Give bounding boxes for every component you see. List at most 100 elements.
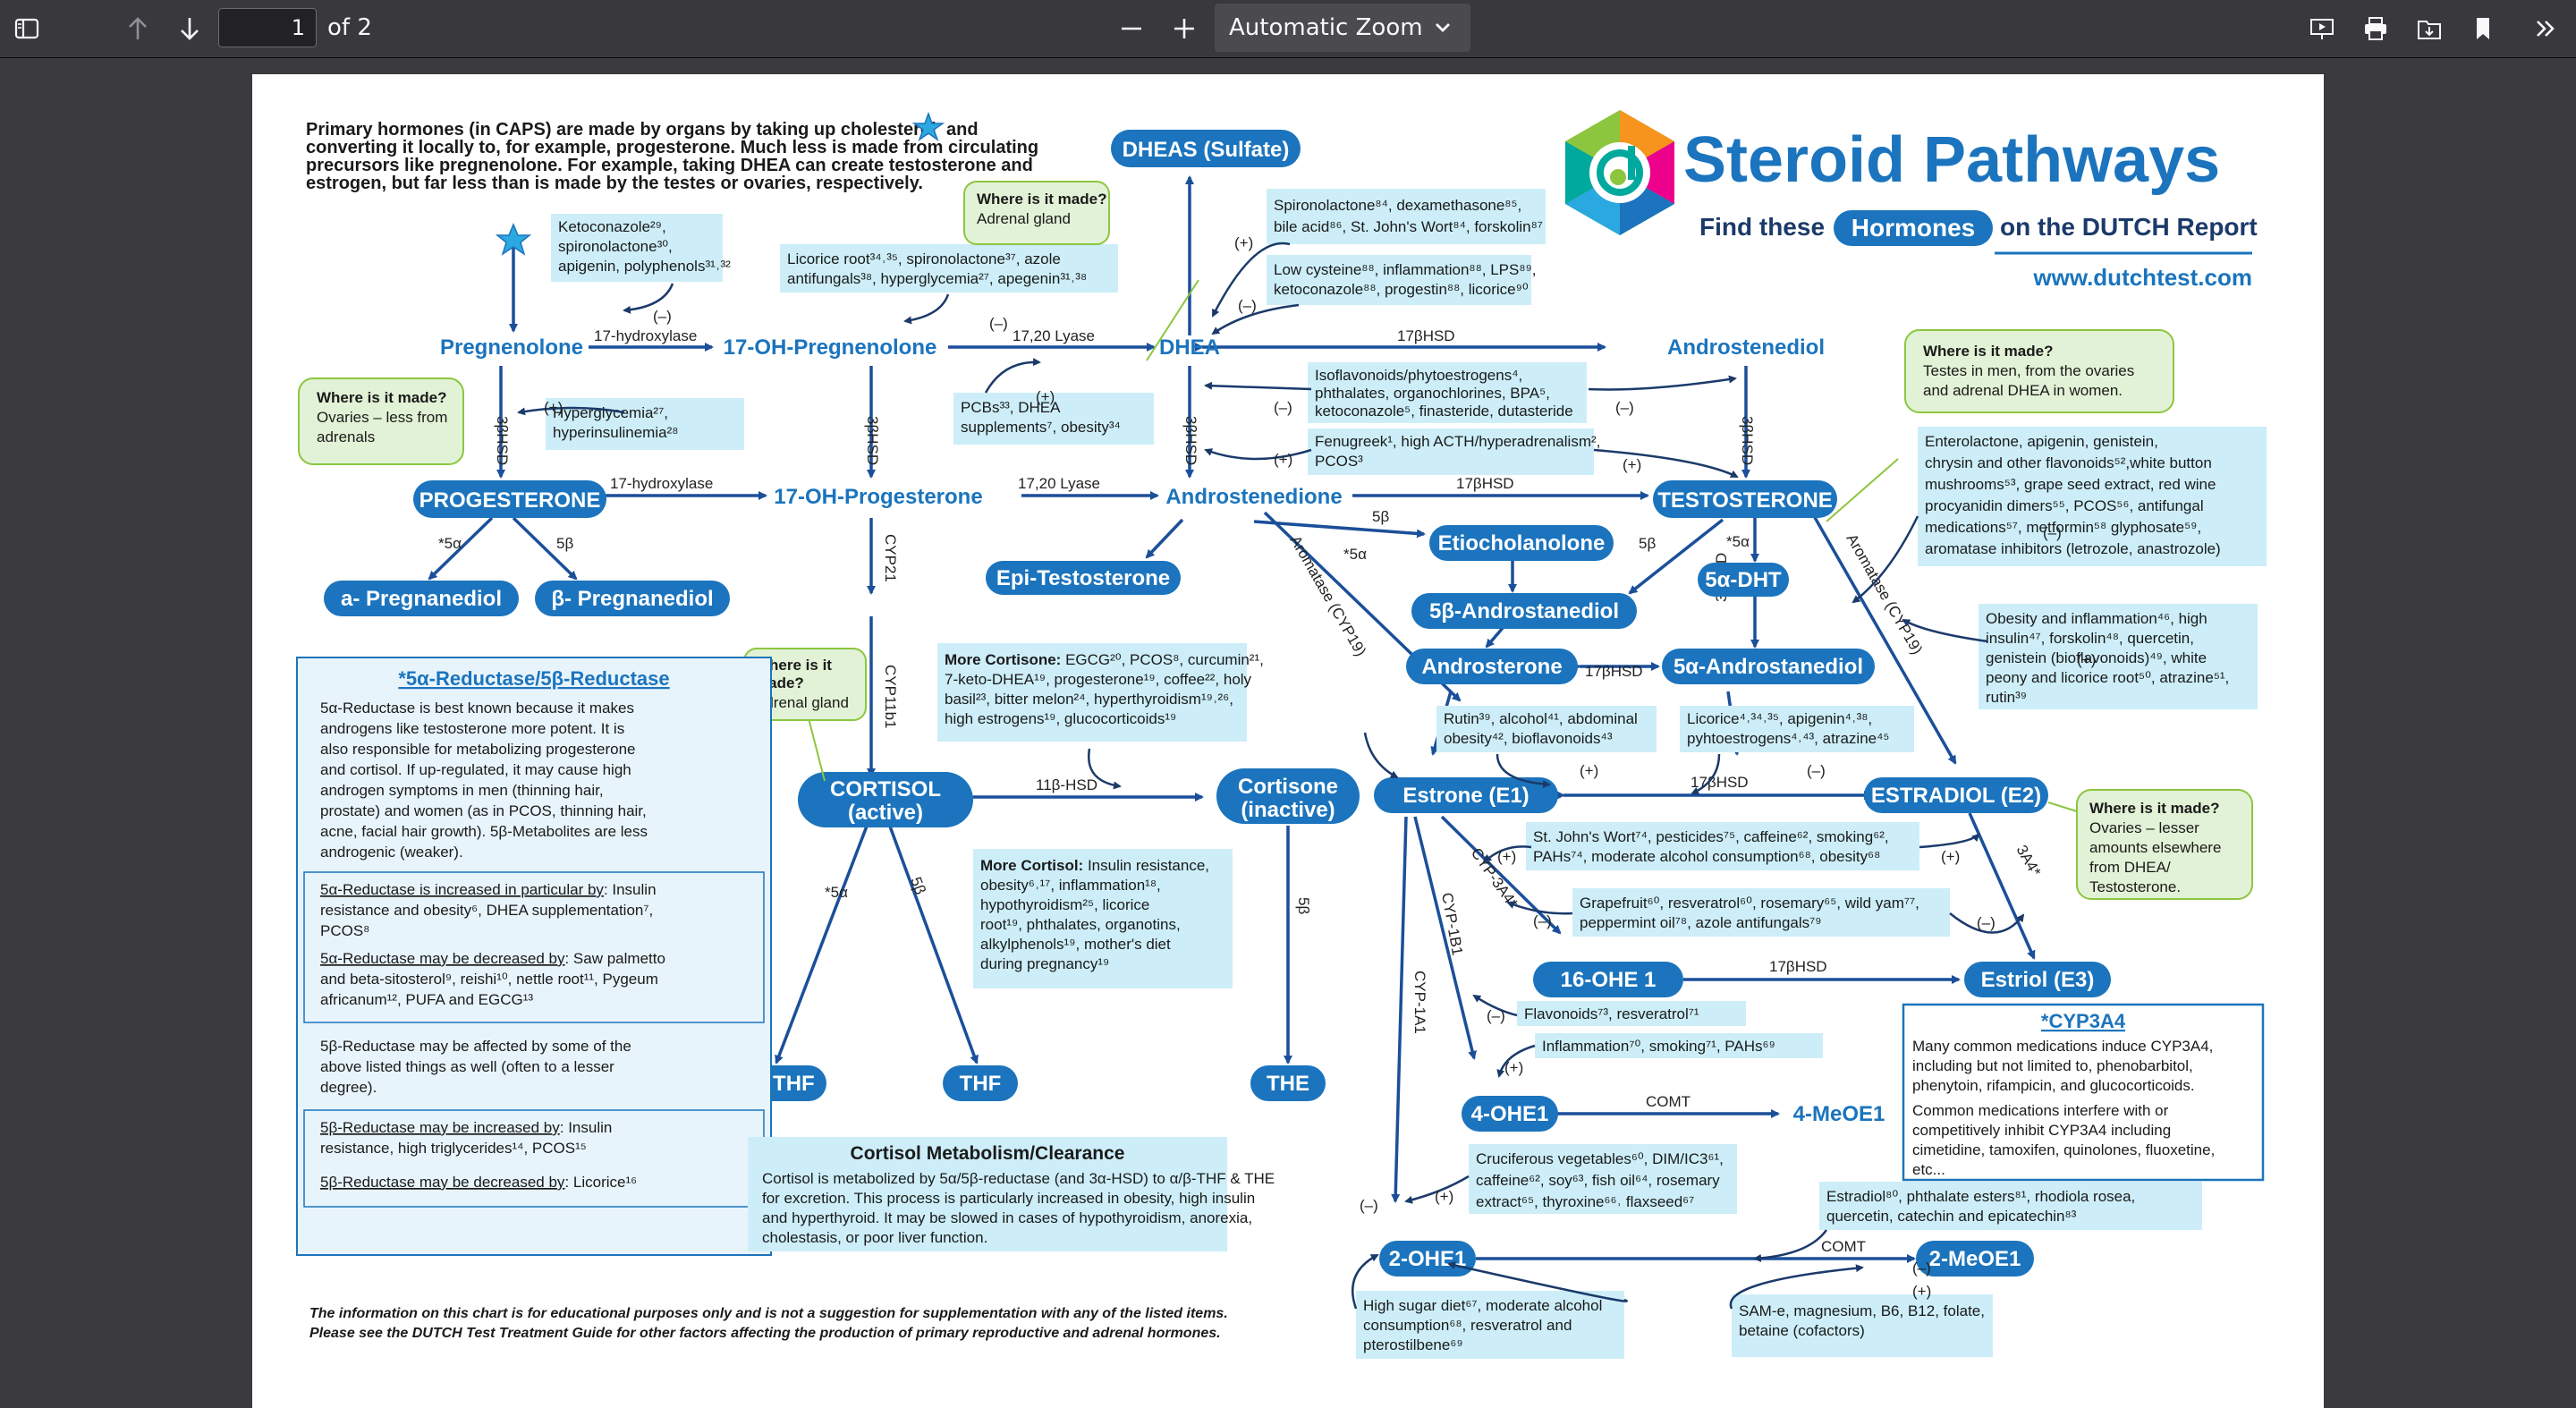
edge-5a-1: *5α <box>438 535 462 552</box>
node-dheas: DHEAS (Sulfate) <box>1123 138 1290 162</box>
reductase-panel: *5α-Reductase/5β-Reductase 5α-Reductase … <box>296 657 772 1256</box>
box-flavonoids-line: Flavonoids⁷³, resveratrol⁷¹ <box>1524 1005 1699 1022</box>
node-dheas-bg <box>1111 130 1301 167</box>
disclaimer-line-2: Please see the DUTCH Test Treatment Guid… <box>309 1326 1221 1341</box>
chevron-down-icon <box>1436 23 1450 32</box>
node-estradiol: ESTRADIOL (E2) <box>1871 784 2041 808</box>
box-flavonoids: Flavonoids⁷³, resveratrol⁷¹ <box>1517 1001 1746 1026</box>
doc-title: Steroid Pathways <box>1683 124 2220 196</box>
box-grapefruit-line: Grapefruit⁶⁰, resveratrol⁶⁰, rosemary⁶⁵,… <box>1580 895 1919 912</box>
box-ketoconazole-line: Ketoconazole²⁹, <box>558 218 666 235</box>
doc-url[interactable]: www.dutchtest.com <box>2032 264 2252 291</box>
previous-page-button[interactable] <box>120 11 156 47</box>
box-obesity-inflammation-line: insulin⁴⁷, forskolin⁴⁸, quercetin, <box>1986 630 2194 647</box>
edge-cyp1a1: CYP-1A1 <box>1411 971 1428 1034</box>
page-count: of 2 <box>327 14 372 41</box>
print-button[interactable] <box>2358 11 2394 47</box>
box-rutin: Rutin³⁹, alcohol⁴¹, abdominal obesity⁴²,… <box>1436 706 1657 752</box>
disclaimer-line-1: The information on this chart is for edu… <box>309 1306 1228 1321</box>
effect-marker-minus: (–) <box>1977 914 1996 931</box>
effect-marker-minus: (–) <box>653 308 672 325</box>
reductase-dec-line: 5α-Reductase may be decreased by: Saw pa… <box>320 950 665 967</box>
box-fenugreek-line: PCOS³ <box>1315 453 1363 470</box>
node-androsterone: Androsterone <box>1421 655 1562 679</box>
edge-comt-2: COMT <box>1821 1238 1866 1255</box>
presentation-mode-button[interactable] <box>2304 11 2340 47</box>
edge-3bhsd-4: 3βHSD <box>1739 416 1756 465</box>
save-button[interactable] <box>2411 11 2447 47</box>
box-more-cortisol: More Cortisol: Insulin resistance, obesi… <box>973 849 1233 988</box>
cyp3a4-body: including but not limited to, phenobarbi… <box>1912 1057 2193 1074</box>
box-more-cortisone-text: EGCG²⁰, PCOS⁸, curcumin²¹, <box>1061 651 1264 668</box>
clearance-title: Cortisol Metabolism/Clearance <box>851 1143 1125 1164</box>
node-5b-androstanediol-bg <box>1411 593 1637 629</box>
effect-marker-plus: (+) <box>1234 234 1253 251</box>
reductase-b-dec-head: 5β-Reductase may be decreased by <box>320 1174 565 1191</box>
box-enterolactone-line: chrysin and other flavonoids⁵²,white but… <box>1925 454 2212 471</box>
sidebar-toggle-icon <box>14 18 39 39</box>
box-more-cortisone-line: basil²³, bitter melon²⁴, hyperthyroidism… <box>945 691 1233 708</box>
zoom-out-button[interactable] <box>1114 11 1149 47</box>
where-cortisol: Adrenal gland <box>755 694 849 711</box>
box-same-line: SAM-e, magnesium, B6, B12, folate, <box>1739 1302 1985 1319</box>
where-testosterone: Testes in men, from the ovaries <box>1923 362 2134 379</box>
box-low-cysteine: Low cysteine⁸⁸, inflammation⁸⁸, LPS⁸⁹, k… <box>1267 255 1537 305</box>
node-5b-androstanediol: 5β-Androstanediol <box>1429 599 1619 623</box>
sidebar-toggle-button[interactable] <box>9 11 45 47</box>
node-thf-bg <box>943 1065 1018 1101</box>
effect-marker-plus: (+) <box>1274 451 1292 468</box>
edge-17bhsd-5: 17βHSD <box>1769 958 1827 975</box>
page-number-input[interactable] <box>218 8 317 47</box>
reductase-dec-text: : Saw palmetto <box>564 950 665 967</box>
where-estradiol-q: Where is it made? <box>2089 800 2219 817</box>
box-spironolactone: Spironolactone⁸⁴, dexamethasone⁸⁵, bile … <box>1267 189 1546 244</box>
box-more-cortisol-line: hypothyroidism²⁵, licorice <box>980 896 1149 913</box>
node-5a-androstanediol: 5α-Androstanediol <box>1674 655 1863 679</box>
tools-menu-button[interactable] <box>2528 11 2563 47</box>
node-progesterone: PROGESTERONE <box>419 488 601 513</box>
node-17-oh-pregnenolone: 17-OH-Pregnenolone <box>724 335 937 360</box>
edge-5a-4: *5α <box>825 884 848 901</box>
edge-cyp11b1: CYP11b1 <box>882 665 899 729</box>
box-isoflavonoids: Isoflavonoids/phytoestrogens⁴, phthalate… <box>1308 362 1587 423</box>
node-estriol-bg <box>1964 962 2111 997</box>
minus-icon <box>1122 27 1141 30</box>
document-viewer[interactable]: Primary hormones (in CAPS) are made by o… <box>0 58 2576 1408</box>
modifier-arrows <box>517 242 2025 1310</box>
box-obesity-inflammation-line: rutin³⁹ <box>1986 689 2027 706</box>
pathway-arrows <box>428 175 2036 1263</box>
node-androstenedione: Androstenedione <box>1165 485 1342 509</box>
where-testosterone-bg <box>1904 329 2174 413</box>
box-inflammation-line: Inflammation⁷⁰, smoking⁷¹, PAHs⁶⁹ <box>1542 1038 1775 1055</box>
node-cortisol-sub: (active) <box>848 801 923 825</box>
edge-lyase-1: 17,20 Lyase <box>1013 327 1095 344</box>
intro-line-3: precursors like pregnenolone. For exampl… <box>306 156 1033 175</box>
reductase-inc-text: : Insulin <box>604 881 657 898</box>
next-page-button[interactable] <box>172 11 208 47</box>
box-st-johns: St. John's Wort⁷⁴, pesticides⁷⁵, caffein… <box>1526 822 1919 870</box>
edge-5b-5: 5β <box>1295 897 1312 914</box>
cortisol-clearance-panel: Cortisol Metabolism/Clearance Cortisol i… <box>748 1137 1275 1251</box>
box-obesity-inflammation-line: peony and licorice root⁵⁰, atrazine⁵¹, <box>1986 669 2229 686</box>
where-dheas-q: Where is it made? <box>977 191 1106 208</box>
box-more-cortisol-line: alkylphenols¹⁹, mother's diet <box>980 936 1171 953</box>
node-thf: THF <box>960 1072 1002 1096</box>
bookmark-button[interactable] <box>2465 11 2501 47</box>
reductase-inc-line: resistance and obesity⁶, DHEA supplement… <box>320 902 653 919</box>
where-progesterone-q: Where is it made? <box>317 389 446 406</box>
box-cruciferous-line: caffeine⁶², soy⁶³, fish oil⁶⁴, rosemary <box>1476 1172 1720 1189</box>
plus-icon <box>1174 19 1194 38</box>
zoom-select[interactable]: Automatic Zoom <box>1215 4 1470 52</box>
cyp3a4-body2: etc... <box>1912 1161 1945 1178</box>
where-callouts: Where is it made? Adrenal gland Where is… <box>298 181 2253 900</box>
box-isoflavonoids-line: Isoflavonoids/phytoestrogens⁴, <box>1315 367 1522 384</box>
effect-marker-plus: (+) <box>1036 388 1055 405</box>
doc-subtitle-pill: Hormones <box>1852 214 1975 242</box>
node-estrone: Estrone (E1) <box>1402 784 1529 808</box>
node-5a-dht: 5α-DHT <box>1705 568 1782 592</box>
cyp3a4-body2: Common medications interfere with or <box>1912 1102 2169 1119</box>
edge-comt-1: COMT <box>1646 1093 1690 1110</box>
reductase-body: androgenic (weaker). <box>320 844 463 861</box>
zoom-in-button[interactable] <box>1166 11 1202 47</box>
box-low-cysteine-line: Low cysteine⁸⁸, inflammation⁸⁸, LPS⁸⁹, <box>1274 261 1537 278</box>
